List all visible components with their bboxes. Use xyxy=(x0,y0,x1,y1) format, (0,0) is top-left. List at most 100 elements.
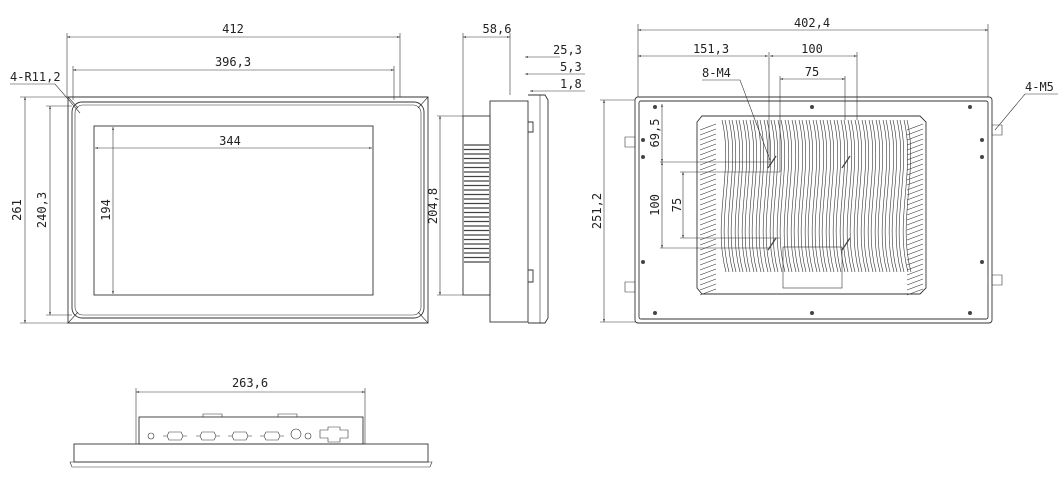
heatsink-fin xyxy=(765,119,772,273)
heatsink-fin xyxy=(741,119,748,273)
heatsink-hatch xyxy=(906,178,924,186)
heatsink-fin xyxy=(758,119,765,273)
heatsink-hatch xyxy=(699,213,717,221)
screw-hole xyxy=(641,155,645,159)
dim-display-width: 344 xyxy=(219,134,241,148)
heatsink-hatch xyxy=(906,253,924,261)
heatsink-hatch xyxy=(906,143,924,151)
heatsink-hatch xyxy=(699,148,717,156)
front-bezel xyxy=(71,101,425,319)
rear-view: 402,4 151,3 100 75 8-M4 4-M5 251,2 69,5 … xyxy=(590,16,1058,324)
heatsink-fin xyxy=(856,119,863,273)
heatsink-fin xyxy=(737,119,744,273)
screw-hole xyxy=(810,311,814,315)
com-port xyxy=(163,431,187,441)
heatsink-fin xyxy=(720,119,727,273)
heatsink-fin xyxy=(863,119,870,273)
heatsink-fin xyxy=(905,119,912,273)
dim-offset-top: 69,5 xyxy=(648,119,662,148)
vesa-slot xyxy=(841,155,851,169)
heatsink-hatch xyxy=(699,268,717,276)
heatsink-fin xyxy=(744,119,751,273)
dim-io-width: 263,6 xyxy=(232,376,268,390)
heatsink-fin xyxy=(755,119,762,273)
front-view: 412 396,3 344 194 261 240,3 4-R11,2 xyxy=(10,22,429,324)
screw-hole xyxy=(641,260,645,264)
dim-frame-depth: 25,3 xyxy=(553,43,582,57)
heatsink-fin xyxy=(853,119,860,273)
heatsink-hatch xyxy=(906,278,924,286)
bottom-view: 263,6 xyxy=(69,376,433,468)
heatsink-hatch xyxy=(906,133,924,141)
label-mount-holes: 4-M5 xyxy=(1025,80,1054,94)
heatsink-fin xyxy=(790,119,797,273)
side-heatsink xyxy=(462,115,491,296)
heatsink-hatch xyxy=(699,188,717,196)
dim-rear-height: 251,2 xyxy=(590,193,604,229)
heatsink-hatch xyxy=(906,223,924,231)
heatsink-hatch xyxy=(906,218,924,226)
heatsink-hatch xyxy=(906,248,924,256)
com-port xyxy=(260,431,284,441)
dim-glass-depth: 1,8 xyxy=(560,77,582,91)
dim-vesa-small-height: 75 xyxy=(670,198,684,212)
heatsink-hatch xyxy=(906,163,924,171)
heatsink-hatch xyxy=(699,243,717,251)
heatsink-hatch xyxy=(906,233,924,241)
heatsink-fin xyxy=(891,119,898,273)
heatsink-fin xyxy=(888,119,895,273)
heatsink-hatch xyxy=(699,143,717,151)
screw-hole xyxy=(980,260,984,264)
heatsink-fin xyxy=(723,119,730,273)
dim-rear-width: 402,4 xyxy=(794,16,830,30)
heatsink-fin xyxy=(730,119,737,273)
heatsink-hatch xyxy=(906,148,924,156)
heatsink-fin xyxy=(828,119,835,273)
dim-offset-left: 151,3 xyxy=(693,42,729,56)
vesa-slot xyxy=(767,155,777,169)
heatsink-hatch xyxy=(699,203,717,211)
dim-vesa-large-height: 100 xyxy=(648,194,662,216)
heatsink-hatch xyxy=(699,228,717,236)
heatsink-hatch xyxy=(906,193,924,201)
heatsink-hatch xyxy=(699,278,717,286)
side-view: 58,6 25,3 5,3 1,8 204,8 xyxy=(426,22,585,324)
dim-bezel-height: 240,3 xyxy=(35,192,49,228)
heatsink-fin xyxy=(884,119,891,273)
heatsink-fin xyxy=(849,119,856,273)
dim-overall-height: 261 xyxy=(10,199,24,221)
heatsink-hatch xyxy=(906,273,924,281)
heatsink-fin xyxy=(881,119,888,273)
heatsink-hatch xyxy=(906,173,924,181)
label-corner-radius: 4-R11,2 xyxy=(10,70,61,84)
screw-hole xyxy=(968,311,972,315)
heatsink-fin xyxy=(835,119,842,273)
heatsink-hatch xyxy=(699,233,717,241)
heatsink-fin xyxy=(783,119,790,273)
heatsink-fin xyxy=(811,119,818,273)
heatsink-fin xyxy=(818,119,825,273)
label-vesa-holes: 8-M4 xyxy=(702,66,731,80)
reset-button-port xyxy=(147,432,155,440)
heatsink-hatch xyxy=(699,258,717,266)
heatsink-hatch xyxy=(906,263,924,271)
dim-vesa-large-width: 100 xyxy=(801,42,823,56)
heatsink-fin xyxy=(727,119,734,273)
heatsink-fin xyxy=(807,119,814,273)
heatsink-fin xyxy=(797,119,804,273)
heatsink-fin xyxy=(832,119,839,273)
dim-vesa-small-width: 75 xyxy=(805,65,819,79)
screw-hole xyxy=(980,155,984,159)
dim-bezel-width: 396,3 xyxy=(215,55,251,69)
heatsink-fin xyxy=(800,119,807,273)
bottom-bezel xyxy=(73,443,429,463)
heatsink-hatch xyxy=(699,133,717,141)
heatsink-fin xyxy=(776,119,783,273)
com-port xyxy=(228,431,252,441)
heatsink-fin xyxy=(772,119,779,273)
heatsink-hatch xyxy=(906,168,924,176)
heatsink-hatch xyxy=(699,193,717,201)
rear-label-area xyxy=(782,246,843,289)
